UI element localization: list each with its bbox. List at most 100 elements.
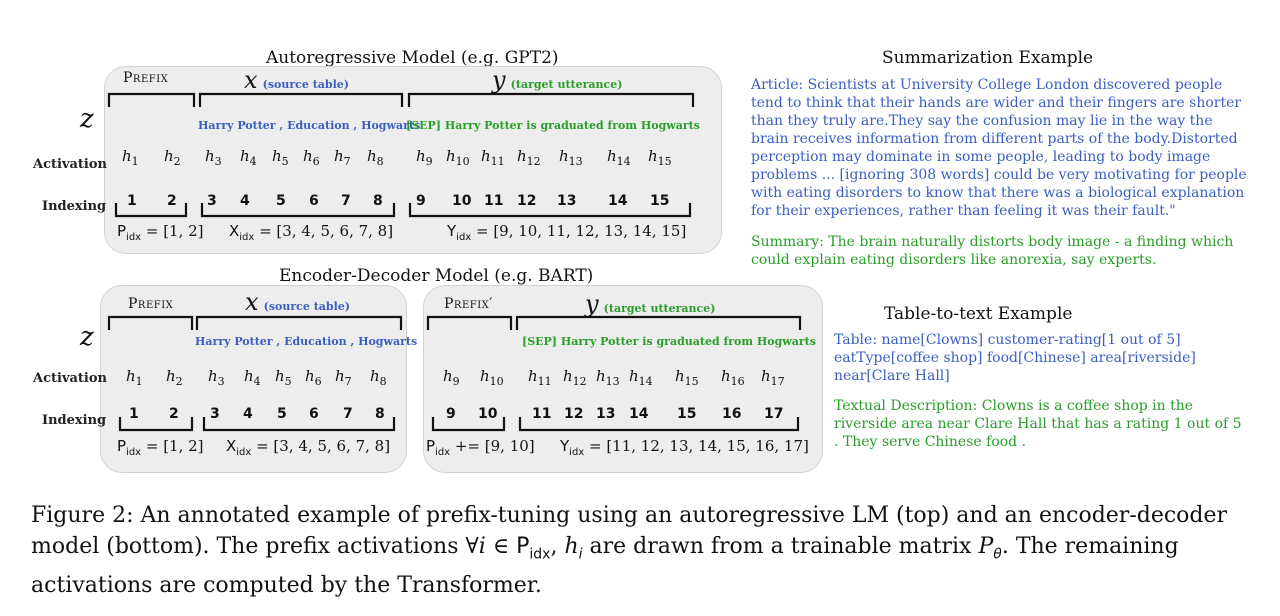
index-number: 1 — [127, 193, 137, 209]
activation-token: h3 — [205, 147, 222, 168]
activation-token: h11 — [481, 147, 505, 168]
t2t-description: Textual Description: Clowns is a coffee … — [834, 398, 1242, 450]
activation-token: h14 — [629, 367, 653, 388]
activation-token: h12 — [517, 147, 541, 168]
activation-token: h8 — [367, 147, 384, 168]
activation-token: h2 — [166, 367, 183, 388]
index-number: 14 — [629, 406, 649, 422]
ed-prefix-label: Prefix — [128, 296, 174, 312]
ed-p2-idx: Pidx += [9, 10] — [426, 437, 535, 458]
ed-prefix2-label: Prefix′ — [444, 296, 493, 312]
activation-token: h5 — [272, 147, 289, 168]
activation-token: h8 — [370, 367, 387, 388]
ed-y-heading: y (target utterance) — [585, 290, 716, 318]
index-number: 4 — [243, 406, 253, 422]
ar-y-idx: Yidx = [9, 10, 11, 12, 13, 14, 15] — [447, 222, 687, 243]
index-number: 7 — [343, 406, 353, 422]
activation-token: h3 — [208, 367, 225, 388]
figure-caption: Figure 2: An annotated example of prefix… — [31, 503, 1228, 599]
index-number: 8 — [373, 193, 383, 209]
activation-token: h11 — [528, 367, 552, 388]
activation-token: h15 — [675, 367, 699, 388]
index-number: 17 — [764, 406, 784, 422]
activation-token: h15 — [648, 147, 672, 168]
activation-token: h13 — [559, 147, 583, 168]
index-number: 11 — [532, 406, 552, 422]
index-number: 3 — [207, 193, 217, 209]
ed-y-idx: Yidx = [11, 12, 13, 14, 15, 16, 17] — [560, 437, 809, 458]
activation-token: h6 — [305, 367, 322, 388]
ar-panel — [104, 66, 722, 254]
activation-token: h1 — [126, 367, 143, 388]
ar-y-heading: y (target utterance) — [492, 66, 623, 94]
ed-x-idx: Xidx = [3, 4, 5, 6, 7, 8] — [226, 437, 391, 458]
ar-z-label: z — [80, 104, 94, 134]
activation-token: h5 — [275, 367, 292, 388]
t2t-table: Table: name[Clowns] customer-rating[1 ou… — [834, 332, 1196, 384]
activation-token: h10 — [446, 147, 470, 168]
ed-x-heading: x (source table) — [245, 288, 350, 316]
ed-title: Encoder-Decoder Model (e.g. BART) — [279, 266, 594, 286]
index-number: 11 — [484, 193, 504, 209]
index-number: 5 — [276, 193, 286, 209]
index-number: 15 — [677, 406, 697, 422]
index-number: 16 — [722, 406, 742, 422]
activation-token: h9 — [416, 147, 433, 168]
index-number: 2 — [169, 406, 179, 422]
summ-title: Summarization Example — [882, 48, 1094, 68]
ed-indexing-label: Indexing — [42, 413, 107, 428]
index-number: 4 — [240, 193, 250, 209]
ar-p-idx: Pidx = [1, 2] — [117, 222, 204, 243]
activation-token: h7 — [334, 147, 351, 168]
ar-x-idx: Xidx = [3, 4, 5, 6, 7, 8] — [229, 222, 394, 243]
summ-article: Article: Scientists at University Colleg… — [751, 77, 1247, 219]
activation-token: h4 — [240, 147, 257, 168]
ar-tokens-x: Harry Potter , Education , Hogwarts — [198, 119, 421, 132]
index-number: 15 — [650, 193, 670, 209]
activation-token: h14 — [607, 147, 631, 168]
activation-token: h1 — [122, 147, 139, 168]
index-number: 12 — [564, 406, 584, 422]
index-number: 6 — [309, 406, 319, 422]
summ-summary: Summary: The brain naturally distorts bo… — [751, 234, 1234, 268]
ed-z-label: z — [80, 322, 94, 352]
index-number: 13 — [596, 406, 616, 422]
ar-x-heading: x (source table) — [244, 66, 349, 94]
index-number: 6 — [309, 193, 319, 209]
index-number: 7 — [341, 193, 351, 209]
ar-indexing-label: Indexing — [42, 199, 107, 214]
activation-token: h10 — [480, 367, 504, 388]
ar-tokens-y: [SEP] Harry Potter is graduated from Hog… — [406, 119, 700, 132]
ed-activation-label: Activation — [33, 371, 107, 386]
index-number: 9 — [416, 193, 426, 209]
ar-prefix-label: Prefix — [123, 70, 169, 86]
activation-token: h9 — [443, 367, 460, 388]
activation-token: h7 — [335, 367, 352, 388]
index-number: 9 — [446, 406, 456, 422]
index-number: 2 — [167, 193, 177, 209]
index-number: 5 — [277, 406, 287, 422]
index-number: 13 — [557, 193, 577, 209]
activation-token: h16 — [721, 367, 745, 388]
activation-token: h4 — [244, 367, 261, 388]
t2t-title: Table-to-text Example — [884, 304, 1073, 324]
activation-token: h2 — [164, 147, 181, 168]
activation-token: h17 — [761, 367, 785, 388]
ar-activation-label: Activation — [33, 157, 107, 172]
index-number: 10 — [478, 406, 498, 422]
ed-p-idx: Pidx = [1, 2] — [117, 437, 204, 458]
activation-token: h6 — [303, 147, 320, 168]
index-number: 14 — [608, 193, 628, 209]
index-number: 8 — [375, 406, 385, 422]
index-number: 3 — [210, 406, 220, 422]
ed-tokens-x: Harry Potter , Education , Hogwarts — [195, 335, 418, 348]
index-number: 1 — [129, 406, 139, 422]
activation-token: h13 — [596, 367, 620, 388]
ed-tokens-y: [SEP] Harry Potter is graduated from Hog… — [522, 335, 816, 348]
index-number: 10 — [452, 193, 472, 209]
ar-title: Autoregressive Model (e.g. GPT2) — [266, 48, 559, 68]
activation-token: h12 — [563, 367, 587, 388]
index-number: 12 — [517, 193, 537, 209]
